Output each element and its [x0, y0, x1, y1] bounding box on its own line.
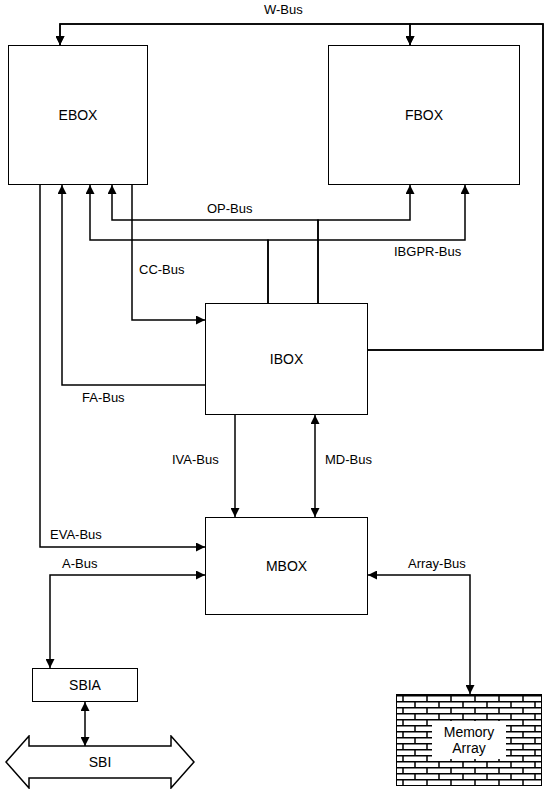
bus-label: IVA-Bus [170, 452, 221, 468]
bus-label: W-Bus [262, 2, 305, 18]
node-label: FBOX [405, 107, 443, 123]
bus-connector [60, 24, 410, 45]
bus-arrow-shape [6, 736, 194, 788]
bus-adapter-box: SBIA [32, 668, 138, 702]
instruction-unit-box: IBOX [205, 303, 368, 415]
bus-label: OP-Bus [205, 201, 255, 217]
bus-label: MD-Bus [323, 452, 374, 468]
bus-connector [50, 575, 205, 668]
node-label: EBOX [59, 107, 98, 123]
bus-connector [268, 185, 465, 303]
brick-fill-rect [397, 695, 541, 785]
execution-unit-box: EBOX [8, 45, 148, 185]
bus-label: EVA-Bus [48, 527, 104, 543]
bus-connector [84, 702, 86, 746]
node-label: Memory Array [432, 721, 506, 759]
bus-connector [314, 415, 316, 517]
node-label: SBI [89, 754, 112, 770]
node-label: SBIA [69, 677, 101, 693]
node-label: MBOX [266, 558, 307, 574]
bus-connector [368, 575, 470, 694]
bus-label: CC-Bus [137, 262, 187, 278]
memory-array-box: Memory Array [396, 694, 542, 786]
bus-label: FA-Bus [80, 390, 127, 406]
bus-connector [132, 185, 205, 320]
node-label: IBOX [270, 351, 303, 367]
bus-label: Array-Bus [406, 556, 468, 572]
bus-connector [40, 185, 205, 547]
bus-connector [112, 185, 318, 303]
memory-unit-box: MBOX [205, 517, 368, 615]
floating-point-unit-box: FBOX [328, 45, 520, 185]
bus-label: A-Bus [60, 556, 99, 572]
bus-connector [62, 185, 205, 385]
system-bus-arrow: SBI [5, 735, 195, 789]
bus-connector [234, 415, 236, 517]
bus-label: IBGPR-Bus [392, 244, 463, 260]
bus-connector [90, 185, 268, 303]
